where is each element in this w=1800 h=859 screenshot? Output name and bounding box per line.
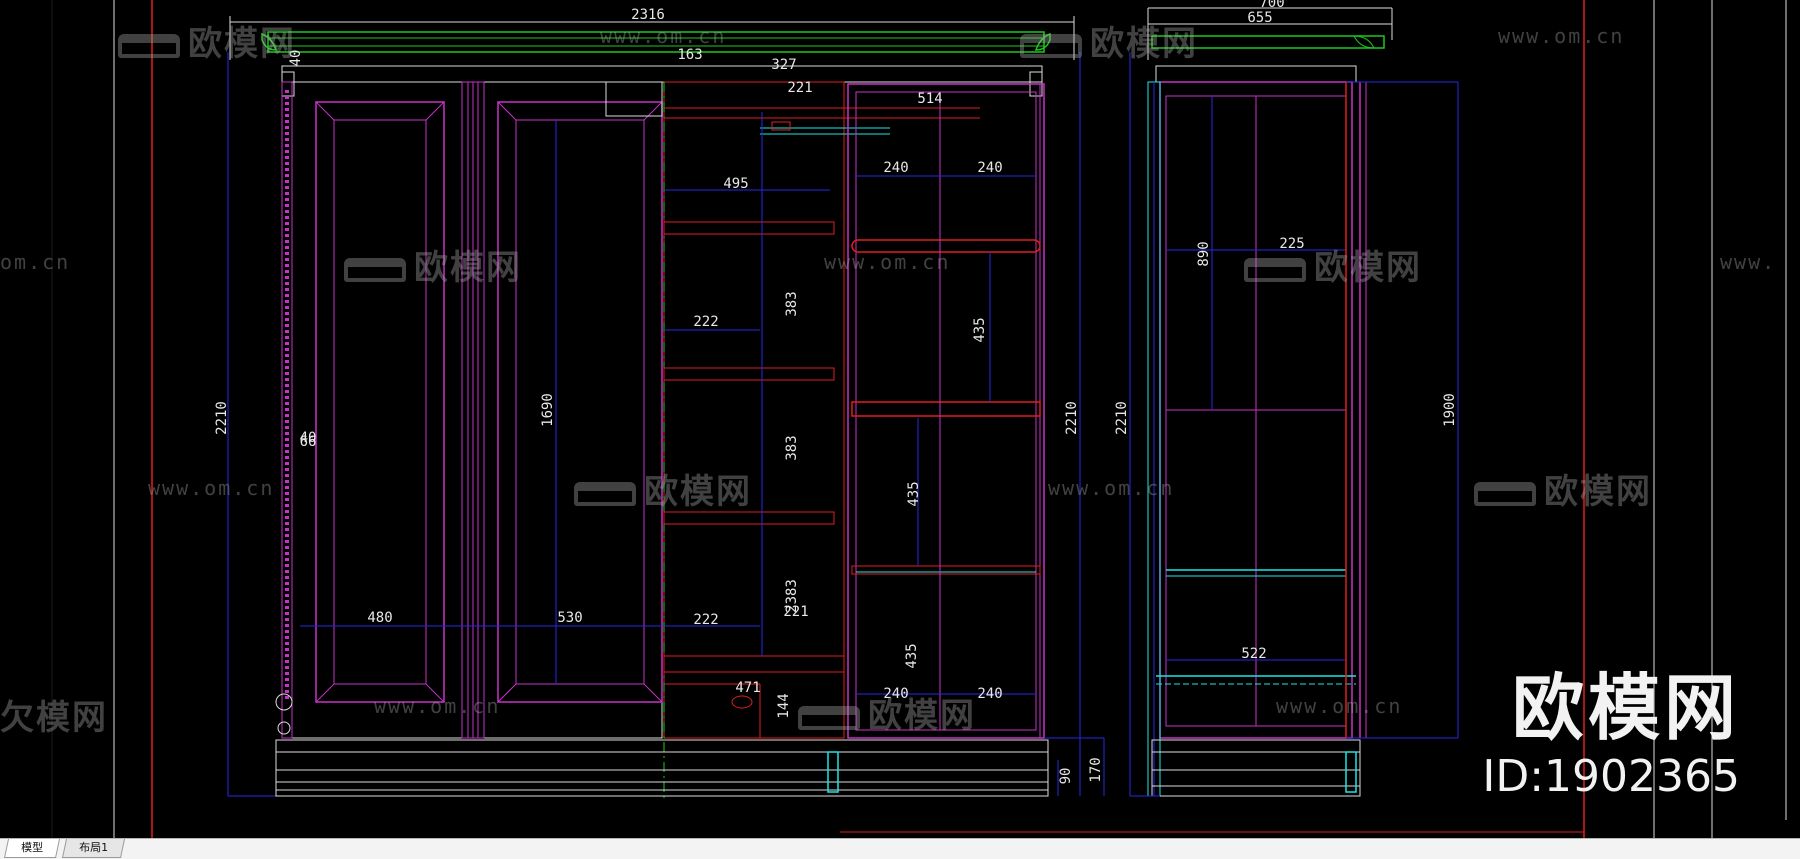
side-elevation[interactable] xyxy=(1129,7,1459,797)
dim-hang-h-3: 435 xyxy=(904,643,920,668)
dim-plinth-2: 170 xyxy=(1088,757,1104,782)
dimension-labels: 2316 163 327 221 514 40 2210 40 66 1690 … xyxy=(214,0,1458,784)
dim-shelf-w-2: 222 xyxy=(693,314,718,330)
dim-shelf-h-3: 2383 xyxy=(784,579,800,613)
front-elevation[interactable] xyxy=(227,16,1105,800)
dim-door-width-1: 480 xyxy=(367,610,392,626)
dim-top-1: 163 xyxy=(677,47,702,63)
dim-door-width-2: 530 xyxy=(557,610,582,626)
dim-shelf-h-4: 144 xyxy=(776,693,792,718)
dim-left-offset-2: 66 xyxy=(300,434,317,450)
dim-shelf-h-2: 383 xyxy=(784,435,800,460)
dim-side-depth-top: 700 xyxy=(1259,0,1284,11)
dim-hang-h-2: 435 xyxy=(906,481,922,506)
model-id: ID:1902365 xyxy=(1482,751,1740,802)
brand-title: 欧模网 xyxy=(1511,666,1740,750)
dim-plinth-1: 90 xyxy=(1058,768,1074,785)
cad-model-space[interactable]: 2316 163 327 221 514 40 2210 40 66 1690 … xyxy=(0,0,1800,838)
dim-side-height: 2210 xyxy=(1114,401,1130,435)
dim-shelf-w-1: 495 xyxy=(723,176,748,192)
dim-hang-w-1: 240 xyxy=(883,160,908,176)
dim-overall-width: 2316 xyxy=(631,7,665,23)
dim-height-left: 2210 xyxy=(214,401,230,435)
dim-top-2: 327 xyxy=(771,57,796,73)
dim-side-panel: 225 xyxy=(1279,236,1304,252)
dim-door-height: 1690 xyxy=(540,393,556,427)
dim-shelf-h-1: 383 xyxy=(784,291,800,316)
dim-side-depth: 655 xyxy=(1247,10,1272,26)
dim-shelf-w-4: 221 xyxy=(783,604,808,620)
cad-drawing[interactable]: 2316 163 327 221 514 40 2210 40 66 1690 … xyxy=(0,0,1800,838)
dim-cornice-gap: 40 xyxy=(288,50,304,67)
dim-height-right: 2210 xyxy=(1064,401,1080,435)
dim-hang-w-3: 240 xyxy=(883,686,908,702)
dim-shelf-w-3: 222 xyxy=(693,612,718,628)
dim-shelf-w-5: 471 xyxy=(735,680,760,696)
layout-tab-bar: 模型 布局1 xyxy=(0,838,1800,859)
dim-side-bottom: 522 xyxy=(1241,646,1266,662)
dim-left-offset: 40 xyxy=(300,430,317,446)
dim-hang-w-2: 240 xyxy=(977,160,1002,176)
dim-hang-h-1: 435 xyxy=(972,317,988,342)
tab-model[interactable]: 模型 xyxy=(3,839,61,858)
dim-hang-w-4: 240 xyxy=(977,686,1002,702)
tab-layout1[interactable]: 布局1 xyxy=(61,839,126,858)
dim-top-3: 221 xyxy=(787,80,812,96)
dim-top-4: 514 xyxy=(917,91,942,107)
dim-side-inner: 1900 xyxy=(1442,393,1458,427)
sheet-frame xyxy=(51,0,1787,838)
dim-side-upper: 890 xyxy=(1196,241,1212,266)
